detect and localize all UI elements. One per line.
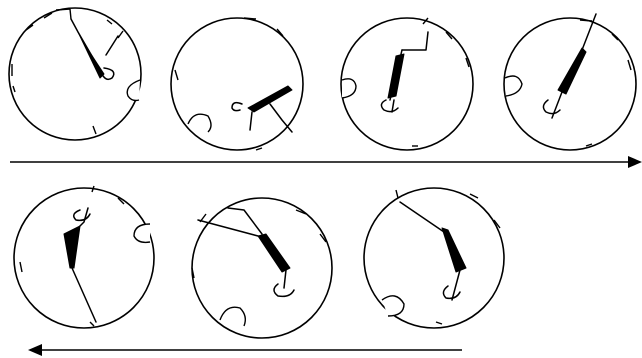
- flow-arrow-left: [28, 344, 462, 356]
- flow-arrow-right: [10, 156, 642, 168]
- dial-frame-3: [341, 18, 473, 150]
- dial-frame-2: [171, 18, 303, 150]
- dial-frame-7: [364, 188, 504, 328]
- dial-frame-5: [14, 186, 154, 328]
- dial-frame-6: [192, 198, 332, 338]
- dial-frame-1: [9, 8, 141, 140]
- dial-frame-4: [504, 14, 636, 150]
